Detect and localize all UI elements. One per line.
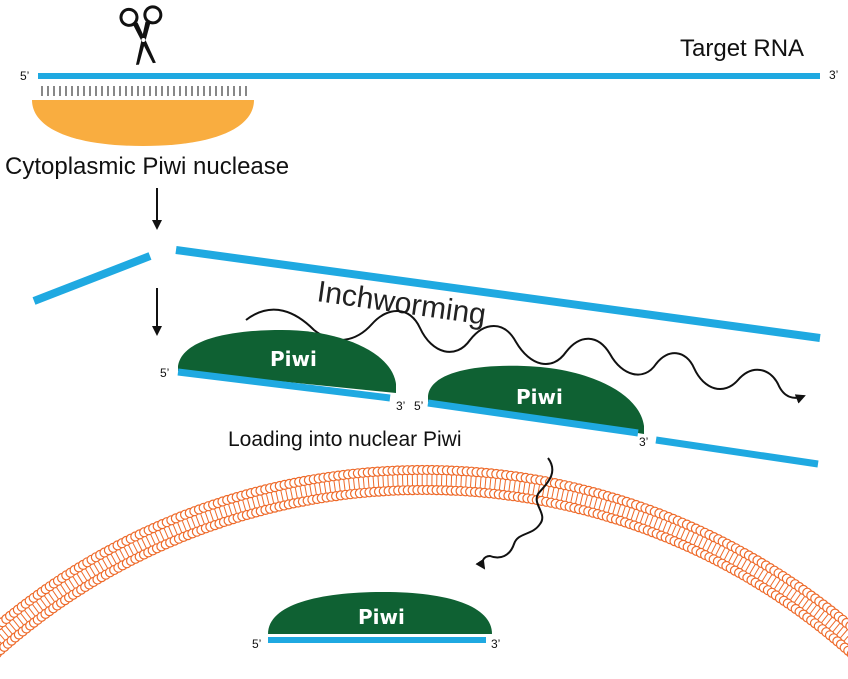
fragment1-3prime: 3’ [396,399,405,413]
cleaved-rna-3prime-piece [175,246,821,342]
target-rna-5prime: 5’ [20,69,29,83]
cleaved-rna-5prime-piece [32,252,152,305]
piwi-label-1: Piwi [270,347,317,371]
fragment2-3prime: 3’ [639,435,648,449]
piwi-label-2: Piwi [516,385,563,409]
base-pairing-ticks [41,86,247,96]
target-rna-3prime: 3’ [829,68,838,82]
rna-fragment-1 [177,368,391,402]
remaining-rna-strand [655,436,819,468]
inchworming-wavy-arrow [245,308,806,404]
fragment2-5prime: 5’ [414,399,423,413]
target-rna-label: Target RNA [680,35,804,62]
nuclear-piwi-label: Piwi [358,605,405,629]
nuclear-piwi-rna [268,637,486,643]
cytoplasmic-piwi-nuclease-shape [32,100,254,146]
fragment1-5prime: 5’ [160,366,169,380]
cytoplasmic-nuclease-label: Cytoplasmic Piwi nuclease [5,153,289,180]
scissors-icon [119,5,163,65]
rna-fragment-2 [427,399,639,437]
target-rna-strand [38,73,820,79]
piwi-protein-2 [428,365,644,434]
nuclear-piwi-5prime: 5’ [252,637,261,651]
nuclear-piwi-3prime: 3’ [491,637,500,651]
loading-into-nuclear-piwi-label: Loading into nuclear Piwi [228,428,461,451]
piwi-protein-1 [178,330,396,393]
nuclear-membrane [0,464,848,658]
nuclear-piwi-protein [268,592,492,634]
nuclear-import-wavy-arrow [475,457,554,570]
